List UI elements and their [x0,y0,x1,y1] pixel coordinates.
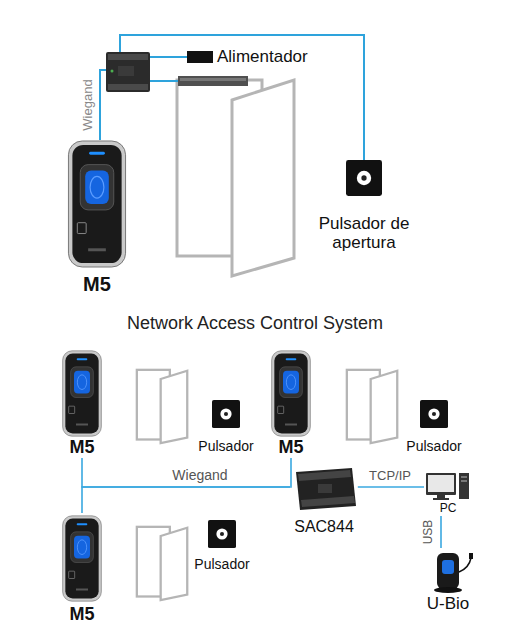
node-label: M5 [69,604,94,625]
controller-board-part [111,70,114,73]
exit-button: Pulsador de apertura [299,158,429,253]
usb-scanner-symbol [434,553,473,593]
edge-label: Wiegand [170,468,229,483]
pc-symbol-part [461,480,467,482]
node-label: Pulsador de apertura [303,214,425,253]
power-supply-box [187,51,213,63]
wiring-part [150,80,178,82]
controller-symbol [296,468,356,510]
button-symbol-part [420,400,448,428]
magnetic-lock [178,76,248,86]
pc-symbol-part [437,495,445,498]
door-small-part [137,370,187,443]
edge-label: TCP/IP [367,469,413,483]
fingerprint-reader: M5 [62,138,132,296]
edge-label: USB [422,518,435,547]
reader-device-part [68,141,125,267]
fingerprint-reader: M5 [55,348,109,458]
node-label: Pulsador [194,556,249,572]
reader-device-part [63,351,102,436]
exit-button-symbol-part [346,160,382,196]
fingerprint-reader: M5 [264,348,318,458]
exit-button: Pulsador [191,398,261,454]
pc-symbol-part [426,473,456,495]
reader-device-part [272,351,311,436]
button-symbol [208,400,448,548]
power-supply-box-part [187,51,213,63]
controller-symbol-part [301,496,355,507]
power-supply: Alimentador [185,46,316,68]
node-label: M5 [69,437,94,458]
pc-symbol-part [461,476,467,478]
node-label: M5 [83,273,111,296]
node-label: U-Bio [427,594,470,614]
button-symbol-part [208,520,236,548]
door-part [232,80,294,276]
exit-button-symbol [346,160,382,196]
exit-button: Pulsador [399,398,469,454]
magnetic-lock-part [180,78,246,81]
reader-device [63,141,311,601]
fingerprint-reader: M5 [55,513,109,625]
wiring-part [100,70,106,140]
usb-scanner-symbol-part [469,553,473,559]
controller-board [106,52,150,92]
pc-station: PC [424,470,472,516]
connector-line [358,486,424,488]
node-label: SAC844 [294,518,354,536]
pc-symbol-part [428,475,454,492]
node-label: Pulsador [406,438,461,454]
usb-scanner-symbol-part [437,553,459,589]
pc-symbol-part [433,498,449,500]
door-small [137,370,397,600]
usb-scanner-symbol-part [434,587,462,593]
button-symbol-part [212,400,240,428]
pc-symbol [426,473,469,500]
usb-scanner-symbol-part [442,560,454,574]
controller-symbol-part [318,484,332,493]
wiring-part [120,35,364,160]
node-label: M5 [278,437,303,458]
node-label: Alimentador [217,47,308,67]
controller-symbol-part [298,470,351,481]
usb-scanner-symbol-part [459,558,471,572]
usb-scanner: U-Bio [418,548,478,614]
connector-line [440,516,442,548]
connector-line [82,487,290,513]
reader-device-part [63,516,102,601]
access-controller: SAC844 [290,466,358,536]
node-label: Pulsador [198,438,253,454]
controller-board-part [106,52,150,92]
controller-board-part [108,54,148,60]
door-small-part [137,527,187,600]
pc-symbol-part [459,473,469,499]
section-title: Network Access Control System [0,313,510,335]
magnetic-lock-part [178,76,248,86]
door [177,80,294,276]
node-label: PC [440,502,457,516]
door-small-part [347,370,397,443]
controller-symbol-part [296,468,356,510]
wiring [100,35,364,160]
signal-label: Wiegand [81,77,95,132]
connector-line [82,458,290,487]
controller-board-part [118,66,134,76]
connector-line [289,458,291,487]
exit-button: Pulsador [187,518,257,572]
wiring-part [150,56,187,58]
controller-board-part [108,84,148,90]
